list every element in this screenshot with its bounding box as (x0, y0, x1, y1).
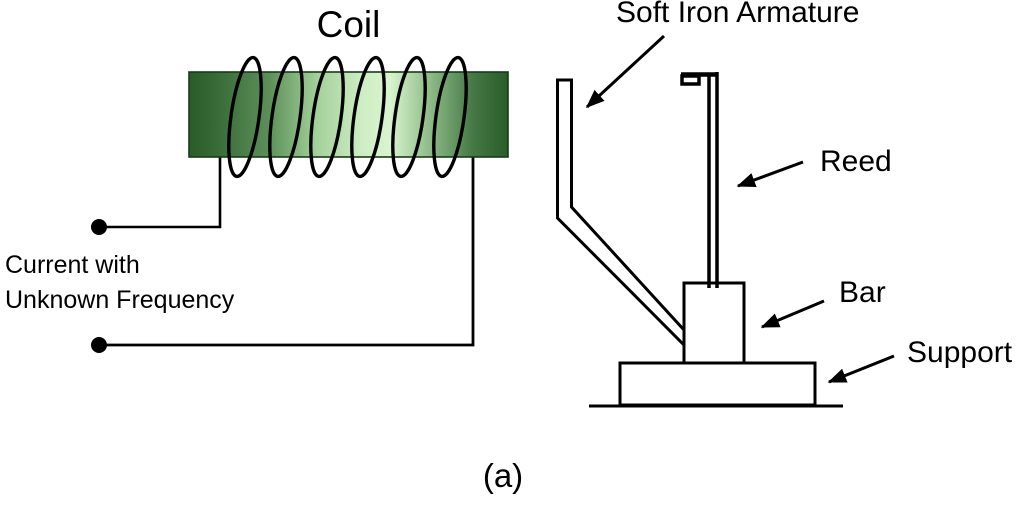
coil-lead-wire-top (99, 157, 222, 229)
support-shape (618, 361, 817, 407)
coil-lead-wire-bottom (99, 157, 475, 347)
current-source-label-line2: Unknown Frequency (5, 286, 235, 314)
current-source-label-line1: Current with (5, 251, 140, 279)
figure-caption: (a) (482, 457, 524, 494)
support-label: Support (907, 336, 1013, 369)
reed-arrow (736, 160, 804, 188)
bar-arrow (760, 299, 825, 329)
coil-winding (227, 55, 468, 179)
armature-arrow (585, 34, 666, 109)
bar-shape (682, 281, 746, 365)
coil-label: Coil (316, 4, 381, 45)
soft-iron-armature-label: Soft Iron Armature (616, 0, 860, 29)
soft-iron-armature-shape (556, 78, 686, 349)
bar-label: Bar (839, 276, 886, 309)
reed-shape (680, 72, 719, 288)
reed-hook (680, 74, 701, 86)
support-arrow (827, 354, 895, 384)
coil-core (188, 71, 509, 158)
terminal-dot-top (91, 219, 107, 235)
reed-label: Reed (820, 145, 892, 178)
current-source-label: Current with Unknown Frequency (5, 248, 234, 318)
terminal-dot-bottom (91, 337, 107, 353)
